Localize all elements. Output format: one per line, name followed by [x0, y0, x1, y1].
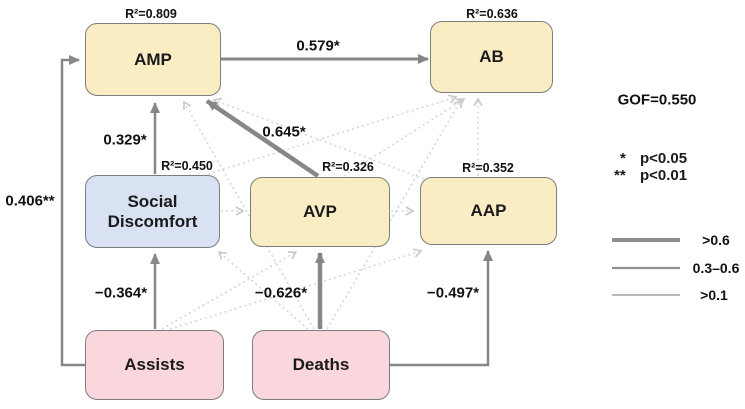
coef-avp-to-amp: 0.645* — [262, 123, 306, 141]
significance-2-marker: ** — [614, 167, 626, 184]
legend-weight-thin: >0.1 — [700, 287, 728, 303]
node-assists: Assists — [85, 330, 224, 400]
coef-assists-to-amp: 0.406** — [5, 192, 55, 210]
node-deaths-label: Deaths — [292, 355, 350, 375]
r2-label-aap: R²=0.352 — [462, 161, 514, 175]
node-social-discomfort-label: Social Discomfort — [107, 191, 198, 231]
coef-deaths-to-aap: −0.497* — [426, 284, 480, 302]
coef-deaths-to-avp: −0.626* — [254, 284, 308, 302]
coef-sd-to-amp: 0.329* — [103, 131, 147, 149]
path-aap-to-amp-dotted — [212, 97, 425, 180]
path-assists-to-aap-dotted — [169, 248, 423, 330]
node-aap: AAP — [420, 177, 557, 245]
r2-label-ab: R²=0.636 — [466, 7, 518, 21]
path-sd-to-ab-dotted — [207, 94, 458, 175]
path-deaths-to-sd-dotted — [217, 250, 309, 330]
node-ab-label: AB — [479, 47, 504, 67]
node-assists-label: Assists — [124, 355, 185, 375]
node-aap-label: AAP — [470, 201, 507, 221]
node-ab: AB — [430, 21, 553, 93]
significance-2-text: p<0.01 — [640, 167, 688, 184]
legend-weight-thick: >0.6 — [702, 232, 730, 248]
path-deaths-to-aap — [390, 250, 493, 367]
node-social-discomfort: Social Discomfort — [85, 175, 220, 248]
node-avp-label: AVP — [303, 202, 337, 222]
r2-label-avp: R²=0.326 — [322, 160, 374, 174]
path-deaths-to-amp-dotted — [183, 100, 315, 330]
significance-row-1: * p<0.05 — [620, 150, 687, 167]
path-assists-to-amp — [60, 55, 85, 367]
r2-label-amp: R²=0.809 — [125, 7, 177, 21]
path-avp-to-amp — [205, 99, 320, 178]
node-deaths: Deaths — [252, 330, 390, 400]
significance-row-2: ** p<0.01 — [614, 167, 687, 184]
coef-amp-to-ab: 0.579* — [296, 37, 340, 55]
significance-1-text: p<0.05 — [640, 150, 688, 167]
r2-label-social-discomfort: R²=0.450 — [161, 159, 213, 173]
significance-1-marker: * — [620, 150, 626, 167]
node-avp: AVP — [250, 177, 390, 247]
coef-assists-to-sd: −0.364* — [94, 284, 148, 302]
legend-weight-medium: 0.3–0.6 — [692, 260, 740, 276]
gof-label: GOF=0.550 — [617, 91, 697, 109]
node-amp: AMP — [85, 23, 221, 96]
node-amp-label: AMP — [134, 49, 172, 69]
